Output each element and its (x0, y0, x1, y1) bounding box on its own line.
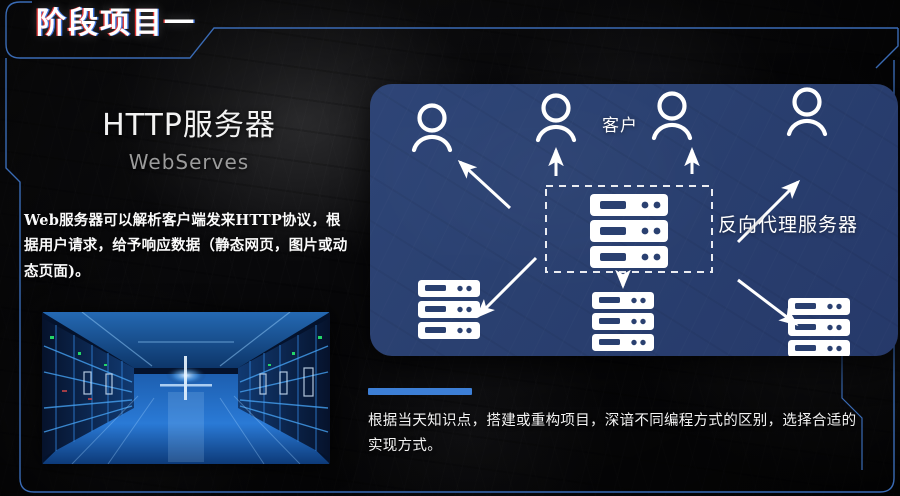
section-subheading: WebServes (128, 150, 250, 174)
bottom-note: 根据当天知识点，搭建或重构项目，深谙不同编程方式的区别，选择合适的实现方式。 (368, 388, 868, 458)
title-block: 阶段项目一 (36, 8, 196, 40)
arrow-proxy-to-client1 (457, 159, 512, 210)
arrow-proxy-to-backend-left (475, 256, 538, 319)
backend-server-center (592, 292, 654, 351)
datacenter-photo (42, 312, 330, 464)
client-icon-2 (535, 93, 577, 143)
client-icon-3 (651, 91, 693, 141)
backend-server-right (788, 298, 850, 356)
client-label: 客户 (602, 116, 638, 136)
client-icon-1 (411, 103, 453, 153)
section-heading: HTTP服务器 (102, 108, 276, 143)
proxy-server-icon (590, 194, 668, 268)
datacenter-illustration (42, 312, 330, 464)
note-text: 根据当天知识点，搭建或重构项目，深谙不同编程方式的区别，选择合适的实现方式。 (368, 413, 857, 454)
client-icon-4 (786, 87, 828, 137)
architecture-panel: 客户 反向代理服务器 (370, 84, 898, 356)
left-column: HTTP服务器 WebServes Web服务器可以解析客户端发来HTTP协议，… (24, 100, 354, 284)
arrow-proxy-to-backend-right (737, 278, 799, 326)
proxy-label: 反向代理服务器 (718, 214, 859, 236)
description-paragraph: Web服务器可以解析客户端发来HTTP协议，根据用户请求，给予响应数据（静态网页… (24, 212, 348, 280)
note-accent-bar (368, 388, 472, 395)
backend-server-left (418, 280, 480, 339)
page-title: 阶段项目一 (36, 6, 196, 41)
